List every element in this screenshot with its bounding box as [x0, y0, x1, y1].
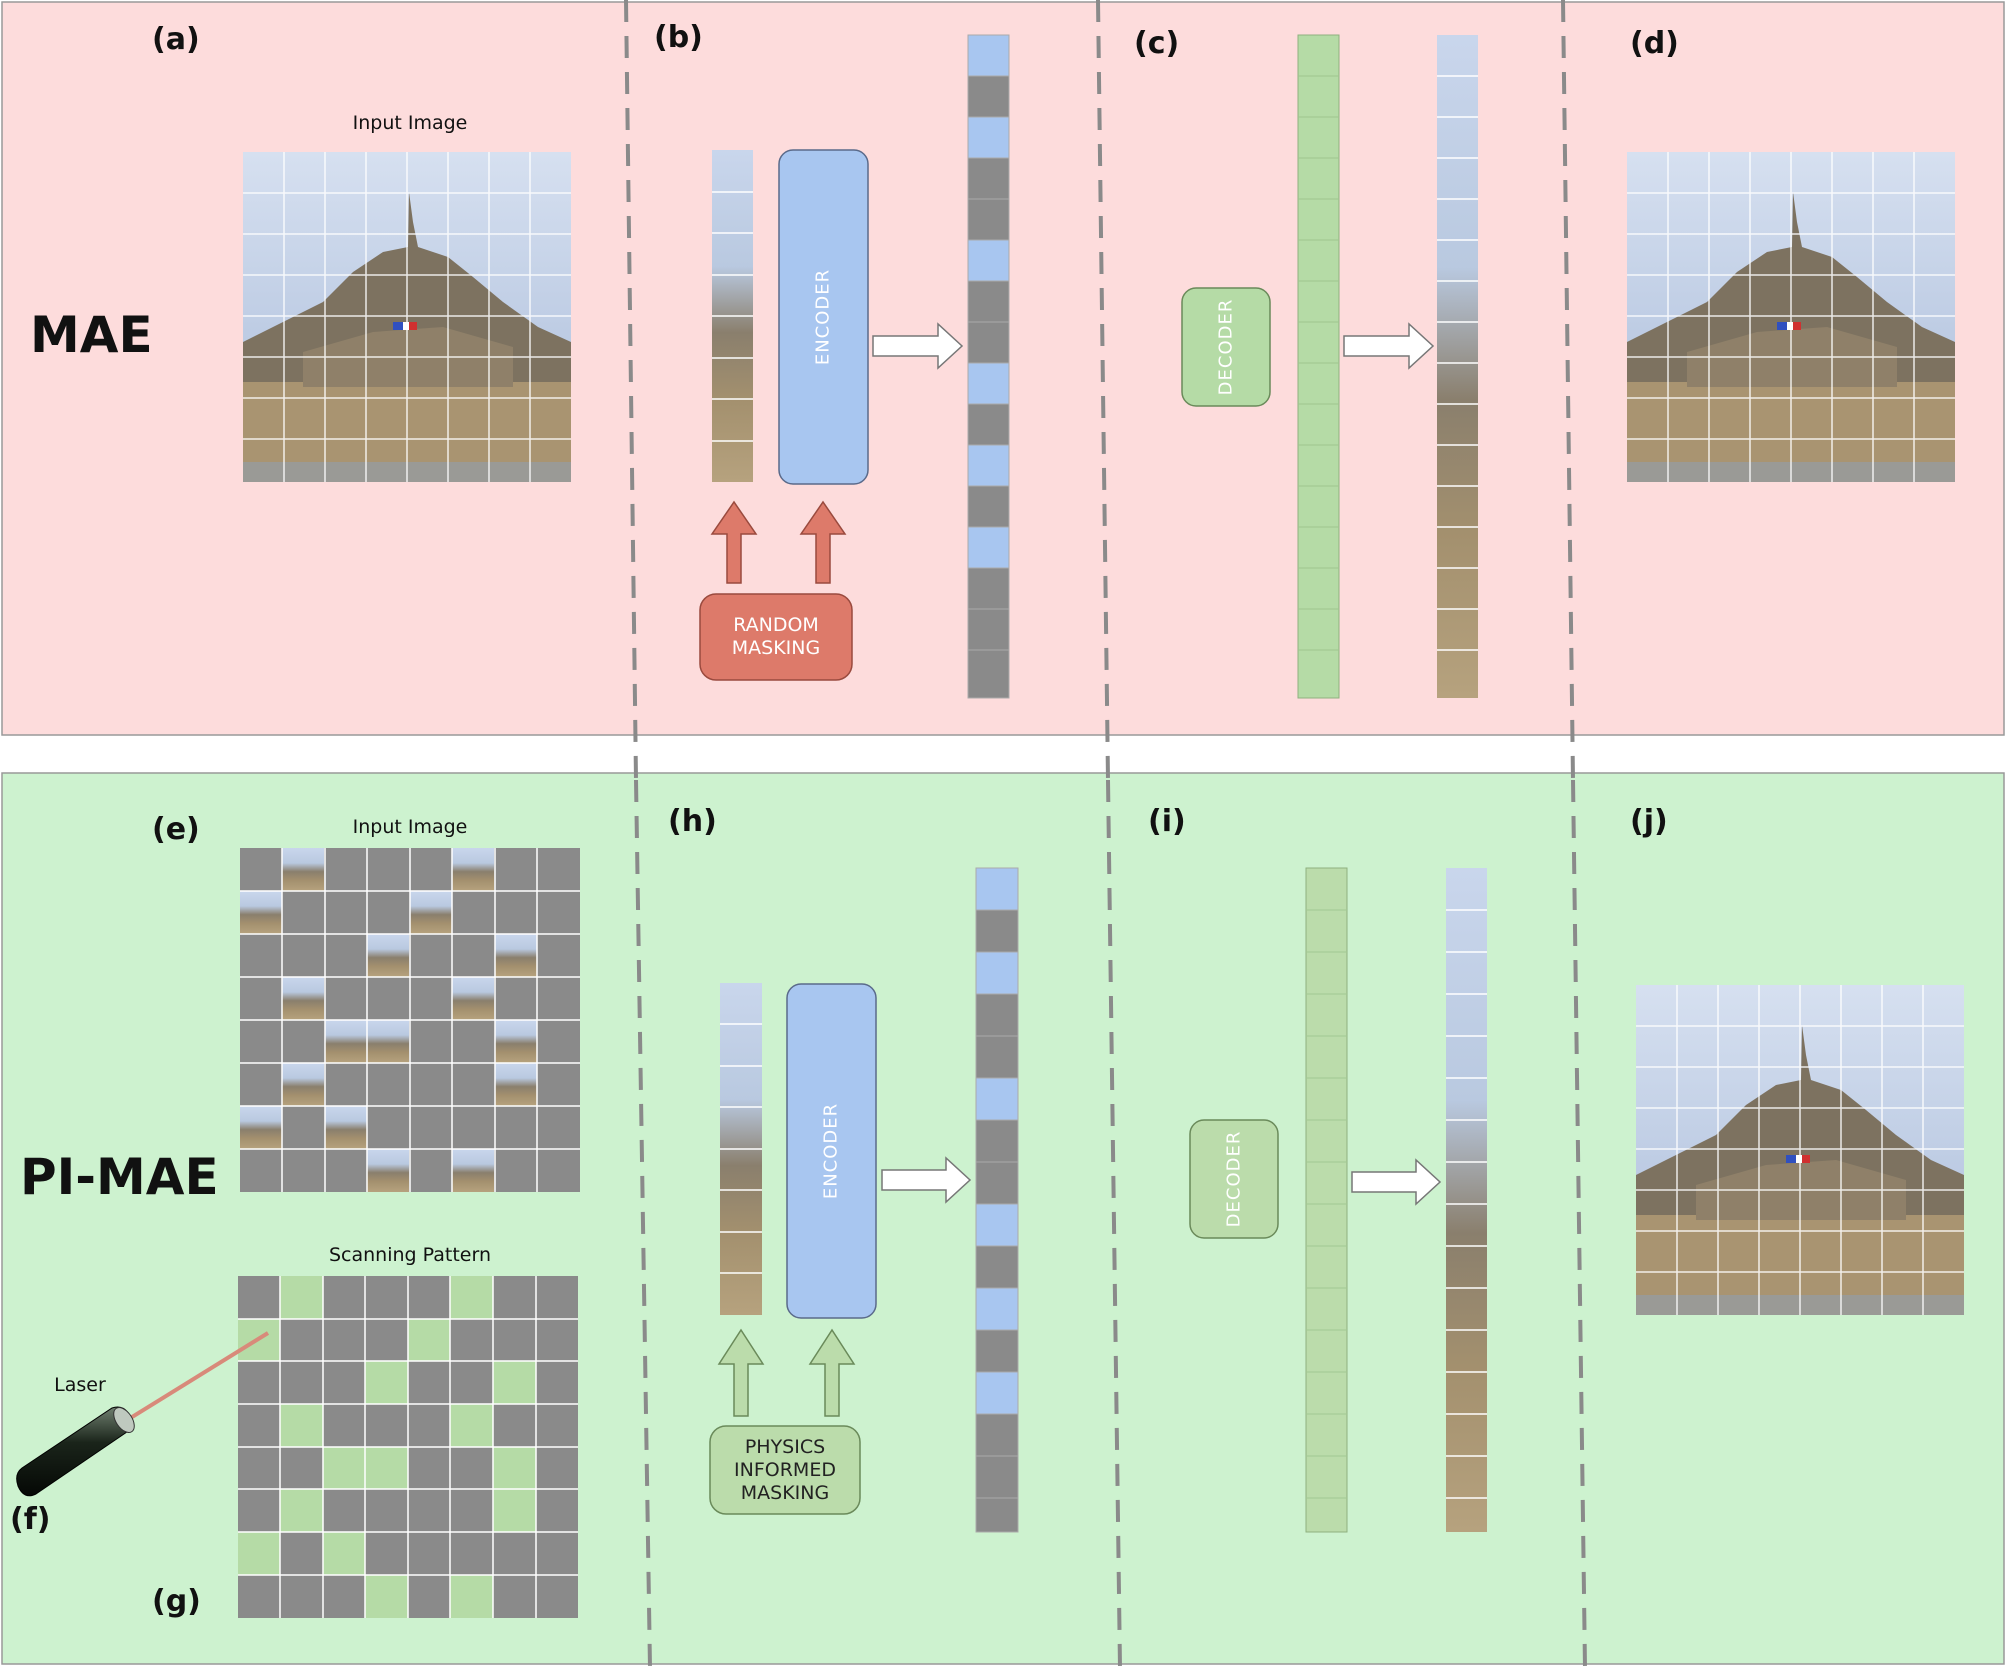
panel-label-f: (f) [10, 1502, 50, 1537]
random-masking-label: RANDOM MASKING [700, 614, 852, 660]
physics-masking-line-1: PHYSICS [710, 1436, 860, 1459]
panel-label-j: (j) [1630, 804, 1668, 839]
panel-label-h: (h) [668, 804, 717, 839]
panel-label-g: (g) [152, 1584, 201, 1619]
panel-label-i: (i) [1148, 804, 1186, 839]
decoder-label-bottom: DECODER [1224, 1131, 1245, 1228]
panel-label-d: (d) [1630, 26, 1679, 61]
panel-label-e: (e) [152, 812, 200, 847]
encoder-label-top: ENCODER [813, 269, 834, 365]
row-title-pimae: PI-MAE [20, 1148, 219, 1206]
random-masking-line-1: RANDOM [700, 614, 852, 637]
physics-masking-line-3: MASKING [710, 1482, 860, 1505]
panel-label-a: (a) [152, 22, 200, 57]
row-title-mae: MAE [30, 306, 153, 364]
panel-label-c: (c) [1134, 26, 1179, 61]
caption-input-image-top: Input Image [300, 112, 520, 134]
caption-laser: Laser [40, 1374, 120, 1396]
random-masking-line-2: MASKING [700, 637, 852, 660]
physics-masking-label: PHYSICS INFORMED MASKING [710, 1436, 860, 1505]
decoder-label-top: DECODER [1216, 299, 1237, 396]
encoder-label-bottom: ENCODER [821, 1103, 842, 1199]
caption-input-image-bottom: Input Image [300, 816, 520, 838]
panel-label-b: (b) [654, 20, 703, 55]
caption-scanning-pattern: Scanning Pattern [290, 1244, 530, 1266]
physics-masking-line-2: INFORMED [710, 1459, 860, 1482]
